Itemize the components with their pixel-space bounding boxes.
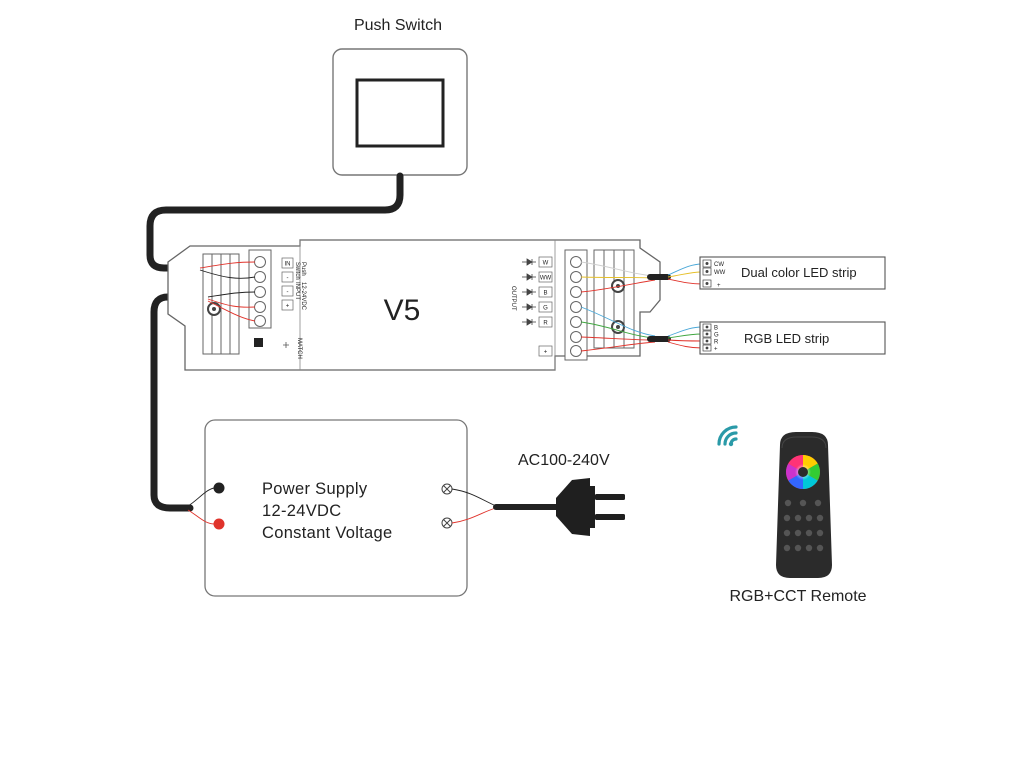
strip-pin-label: WW — [714, 270, 726, 276]
ac-plug-icon — [556, 478, 625, 536]
power-supply: Power Supply 12-24VDC Constant Voltage — [204, 419, 468, 597]
output-terminal-label: R — [543, 321, 548, 327]
push-switch — [332, 48, 468, 176]
input-side-text: 12-24VDC — [300, 282, 306, 311]
power-supply-voltage: 12-24VDC — [262, 502, 341, 520]
rgb-strip-label: RGB LED strip — [744, 331, 829, 346]
output-terminal-label: WW — [540, 276, 552, 282]
v5-controller: IN - - + Switch Push INPUT 12-24VDC MATC… — [167, 239, 661, 371]
strip-pin-label: B — [714, 326, 718, 332]
color-wheel — [786, 455, 820, 489]
match-symbol — [283, 342, 289, 348]
input-terminal-label: + — [286, 304, 290, 310]
rgb-cct-remote — [776, 432, 832, 578]
rgb-led-strip: B G R + RGB LED strip — [699, 321, 886, 355]
power-supply-title: Power Supply — [262, 480, 368, 498]
strip-pin-label: R — [714, 340, 719, 346]
input-side-text: Push — [300, 262, 306, 276]
match-button — [254, 338, 263, 347]
remote-buttons — [783, 499, 824, 552]
output-side-text: OUTPUT — [510, 286, 516, 311]
dual-strip-label: Dual color LED strip — [741, 265, 857, 280]
controller-label: V5 — [384, 294, 421, 327]
push-switch-label: Push Switch — [354, 17, 442, 34]
input-terminal-label: - — [287, 290, 289, 296]
dc-negative-terminal — [213, 482, 225, 494]
dc-positive-terminal — [213, 518, 225, 530]
input-side-text: Switch — [294, 262, 300, 280]
dual-color-led-strip: CW WW + Dual color LED strip — [699, 256, 886, 290]
output-terminal-label: B — [543, 291, 547, 297]
match-label: MATCH — [296, 338, 302, 359]
output-terminal-label: + — [544, 350, 548, 356]
power-cable — [150, 293, 212, 512]
power-supply-type: Constant Voltage — [262, 524, 392, 542]
strip-wires — [667, 263, 703, 349]
input-wires — [199, 261, 256, 322]
remote-label: RGB+CCT Remote — [729, 588, 866, 605]
input-terminal-label: - — [287, 276, 289, 282]
strip-pin-label: + — [717, 283, 721, 289]
strip-pin-label: CW — [714, 262, 724, 268]
ac-input-label: AC100-240V — [518, 452, 610, 469]
strip-pin-label: + — [714, 347, 718, 353]
switch-cable — [146, 172, 404, 272]
ac-terminal-icon — [441, 517, 453, 529]
strip-pin-label: G — [714, 333, 719, 339]
output-terminal-label: W — [543, 261, 549, 267]
wifi-icon — [717, 425, 738, 446]
ac-terminal-icon — [441, 483, 453, 495]
input-side-text: INPUT — [294, 282, 300, 300]
ac-wires — [451, 488, 497, 524]
output-terminal-label: G — [543, 306, 548, 312]
dc-wires — [187, 487, 215, 525]
input-terminal-label: IN — [285, 262, 291, 268]
